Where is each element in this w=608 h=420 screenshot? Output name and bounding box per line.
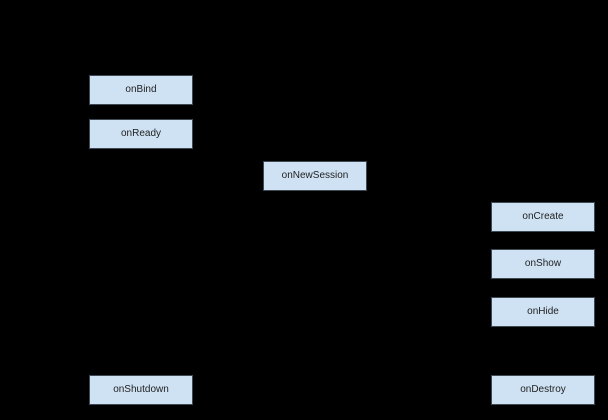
node-onshow: onShow xyxy=(491,249,595,279)
node-onhide: onHide xyxy=(491,297,595,327)
node-onbind: onBind xyxy=(89,75,193,105)
node-onnewsession: onNewSession xyxy=(263,161,367,191)
node-oncreate: onCreate xyxy=(491,202,595,232)
node-ondestroy: onDestroy xyxy=(491,375,595,405)
node-onready: onReady xyxy=(89,119,193,149)
node-onshutdown: onShutdown xyxy=(89,375,193,405)
